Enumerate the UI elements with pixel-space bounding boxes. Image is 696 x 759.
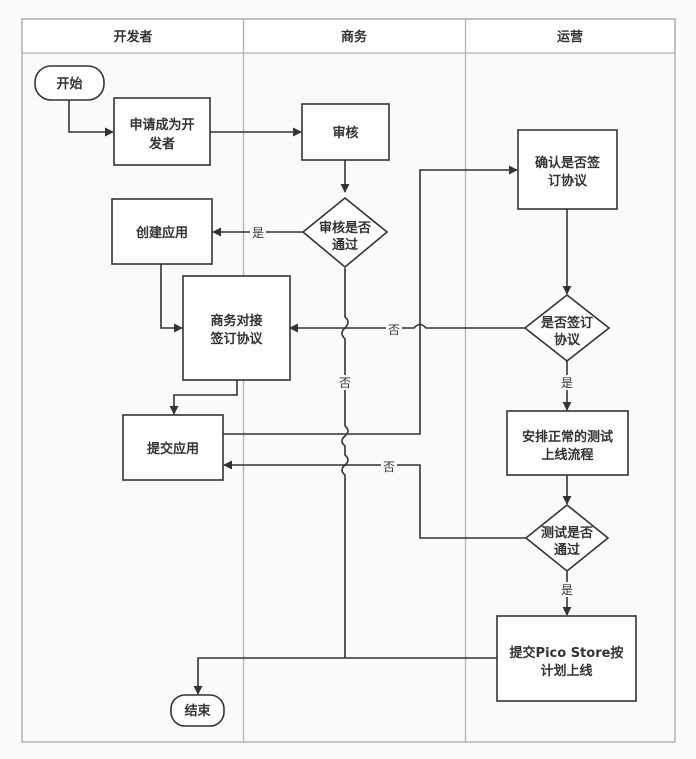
edge-start-to-apply — [68, 100, 114, 137]
lane-title-developer: 开发者 — [113, 29, 152, 45]
node-confirm-sign: 确认是否签 订协议 — [517, 129, 618, 210]
node-submit-app: 提交应用 — [122, 414, 224, 481]
node-review-pass-decision: 审核是否 通过 — [301, 196, 389, 269]
edge-label-review-yes: 是 — [252, 226, 264, 240]
node-arrange-test-line-2: 上线流程 — [541, 447, 593, 463]
swimlane-frame: 开发者 商务 运营 — [21, 18, 676, 743]
node-apply-line-2: 发者 — [148, 136, 175, 152]
node-apply-line-1: 申请成为开 — [129, 117, 194, 133]
node-confirm-sign-line-1: 确认是否签 — [535, 155, 601, 171]
node-create-app-label: 创建应用 — [135, 225, 188, 241]
node-arrange-test: 安排正常的测试 上线流程 — [506, 410, 629, 476]
node-review-pass-line-2: 通过 — [332, 237, 358, 253]
edge-label-signed-no: 否 — [388, 323, 400, 337]
node-business-sign-agreement: 商务对接 签订协议 — [182, 275, 291, 381]
node-confirm-sign-line-2: 订协议 — [548, 173, 588, 189]
edge-signed-no — [289, 323, 525, 333]
lanes-border — [21, 18, 676, 743]
node-start-label: 开始 — [56, 76, 82, 92]
edge-bizsign-to-submit — [169, 380, 238, 415]
node-publish-line-1: 提交Pico Store按 — [510, 645, 624, 661]
edge-label-test-yes: 是 — [561, 583, 573, 597]
lane-title-business: 商务 — [341, 29, 368, 45]
node-submit-app-label: 提交应用 — [147, 441, 199, 457]
node-review-pass-line-1: 审核是否 — [319, 220, 371, 236]
node-end-label: 结束 — [184, 703, 211, 719]
edge-publish-to-end — [193, 657, 497, 695]
node-publish: 提交Pico Store按 计划上线 — [496, 615, 637, 702]
edge-submit-to-confirm — [223, 165, 518, 435]
node-test-pass-line-1: 测试是否 — [541, 525, 593, 541]
node-signed-decision: 是否签订 协议 — [523, 293, 611, 363]
node-test-pass-decision: 测试是否 通过 — [524, 503, 610, 573]
edge-label-review-no: 否 — [339, 376, 351, 390]
edge-create-to-bizsign — [160, 264, 183, 333]
node-biz-sign-line-1: 商务对接 — [210, 313, 262, 329]
node-review: 审核 — [301, 103, 390, 161]
lane-title-operations: 运营 — [557, 29, 583, 45]
edge-label-signed-yes: 是 — [561, 376, 573, 390]
node-test-pass-line-2: 通过 — [554, 542, 580, 558]
node-apply-developer: 申请成为开 发者 — [113, 97, 211, 166]
lanes-header-bg — [21, 18, 676, 54]
node-signed-line-2: 协议 — [554, 332, 581, 348]
node-arrange-test-line-1: 安排正常的测试 — [522, 429, 613, 445]
node-create-app: 创建应用 — [111, 198, 213, 265]
node-publish-line-2: 计划上线 — [540, 663, 592, 679]
edge-test-pass-no — [223, 460, 526, 539]
node-review-label: 审核 — [332, 125, 358, 141]
node-start: 开始 — [34, 65, 105, 101]
node-signed-line-1: 是否签订 — [540, 315, 593, 331]
node-biz-sign-line-2: 签订协议 — [209, 331, 263, 347]
edge-label-test-no: 否 — [383, 460, 395, 474]
edge-review-pass-no — [341, 268, 349, 658]
node-end: 结束 — [170, 694, 225, 727]
